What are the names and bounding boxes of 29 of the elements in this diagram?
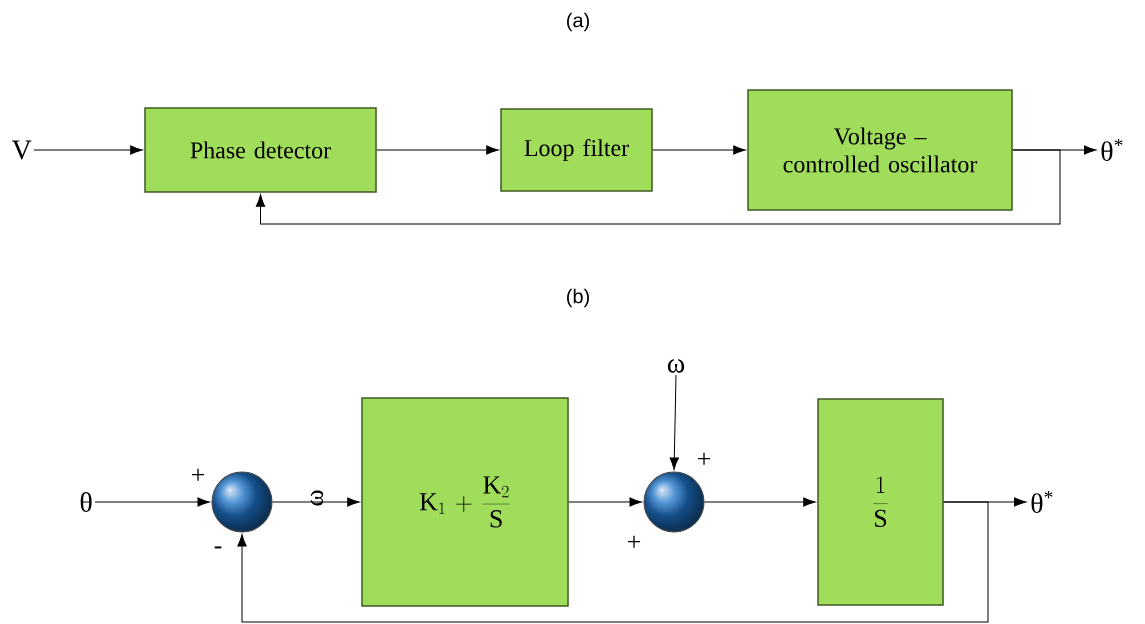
arrow — [652, 145, 746, 155]
summing-junction — [643, 471, 705, 533]
sign-label: - — [214, 546, 222, 549]
arrow — [272, 497, 360, 507]
block-box: Loop filter — [500, 108, 653, 192]
panel-label: (a) — [567, 12, 589, 32]
arrow — [376, 145, 499, 155]
arrow — [669, 374, 679, 470]
summing-junction — [211, 471, 273, 533]
arrow — [255, 149, 1061, 225]
sign-label: + — [628, 535, 641, 548]
arrow — [94, 497, 210, 507]
signal-label: V — [11, 140, 32, 160]
arrow — [704, 497, 816, 507]
edge-label: ω — [310, 490, 324, 506]
signal-label: ω — [667, 359, 685, 373]
arrow — [568, 497, 642, 507]
block-box: $\frac{1}{\mathrm{S}}$ — [817, 398, 944, 606]
block-box: Voltage – controlled oscillator — [747, 89, 1013, 211]
signal-label: θ — [80, 492, 92, 512]
sign-label: + — [192, 468, 205, 481]
panel-label: (b) — [567, 288, 589, 308]
arrow — [237, 501, 989, 623]
block-box: $\mathrm{K}_{1}+\frac{\mathrm{K}_{2}}{\mathrm{S}}$ — [361, 397, 569, 607]
signal-label: θ$^{*}$ — [1101, 138, 1123, 162]
block-box: Phase detector — [144, 107, 377, 193]
arrow — [33, 145, 143, 155]
signal-label: θ$^{*}$ — [1031, 490, 1053, 514]
sign-label: + — [698, 452, 711, 465]
